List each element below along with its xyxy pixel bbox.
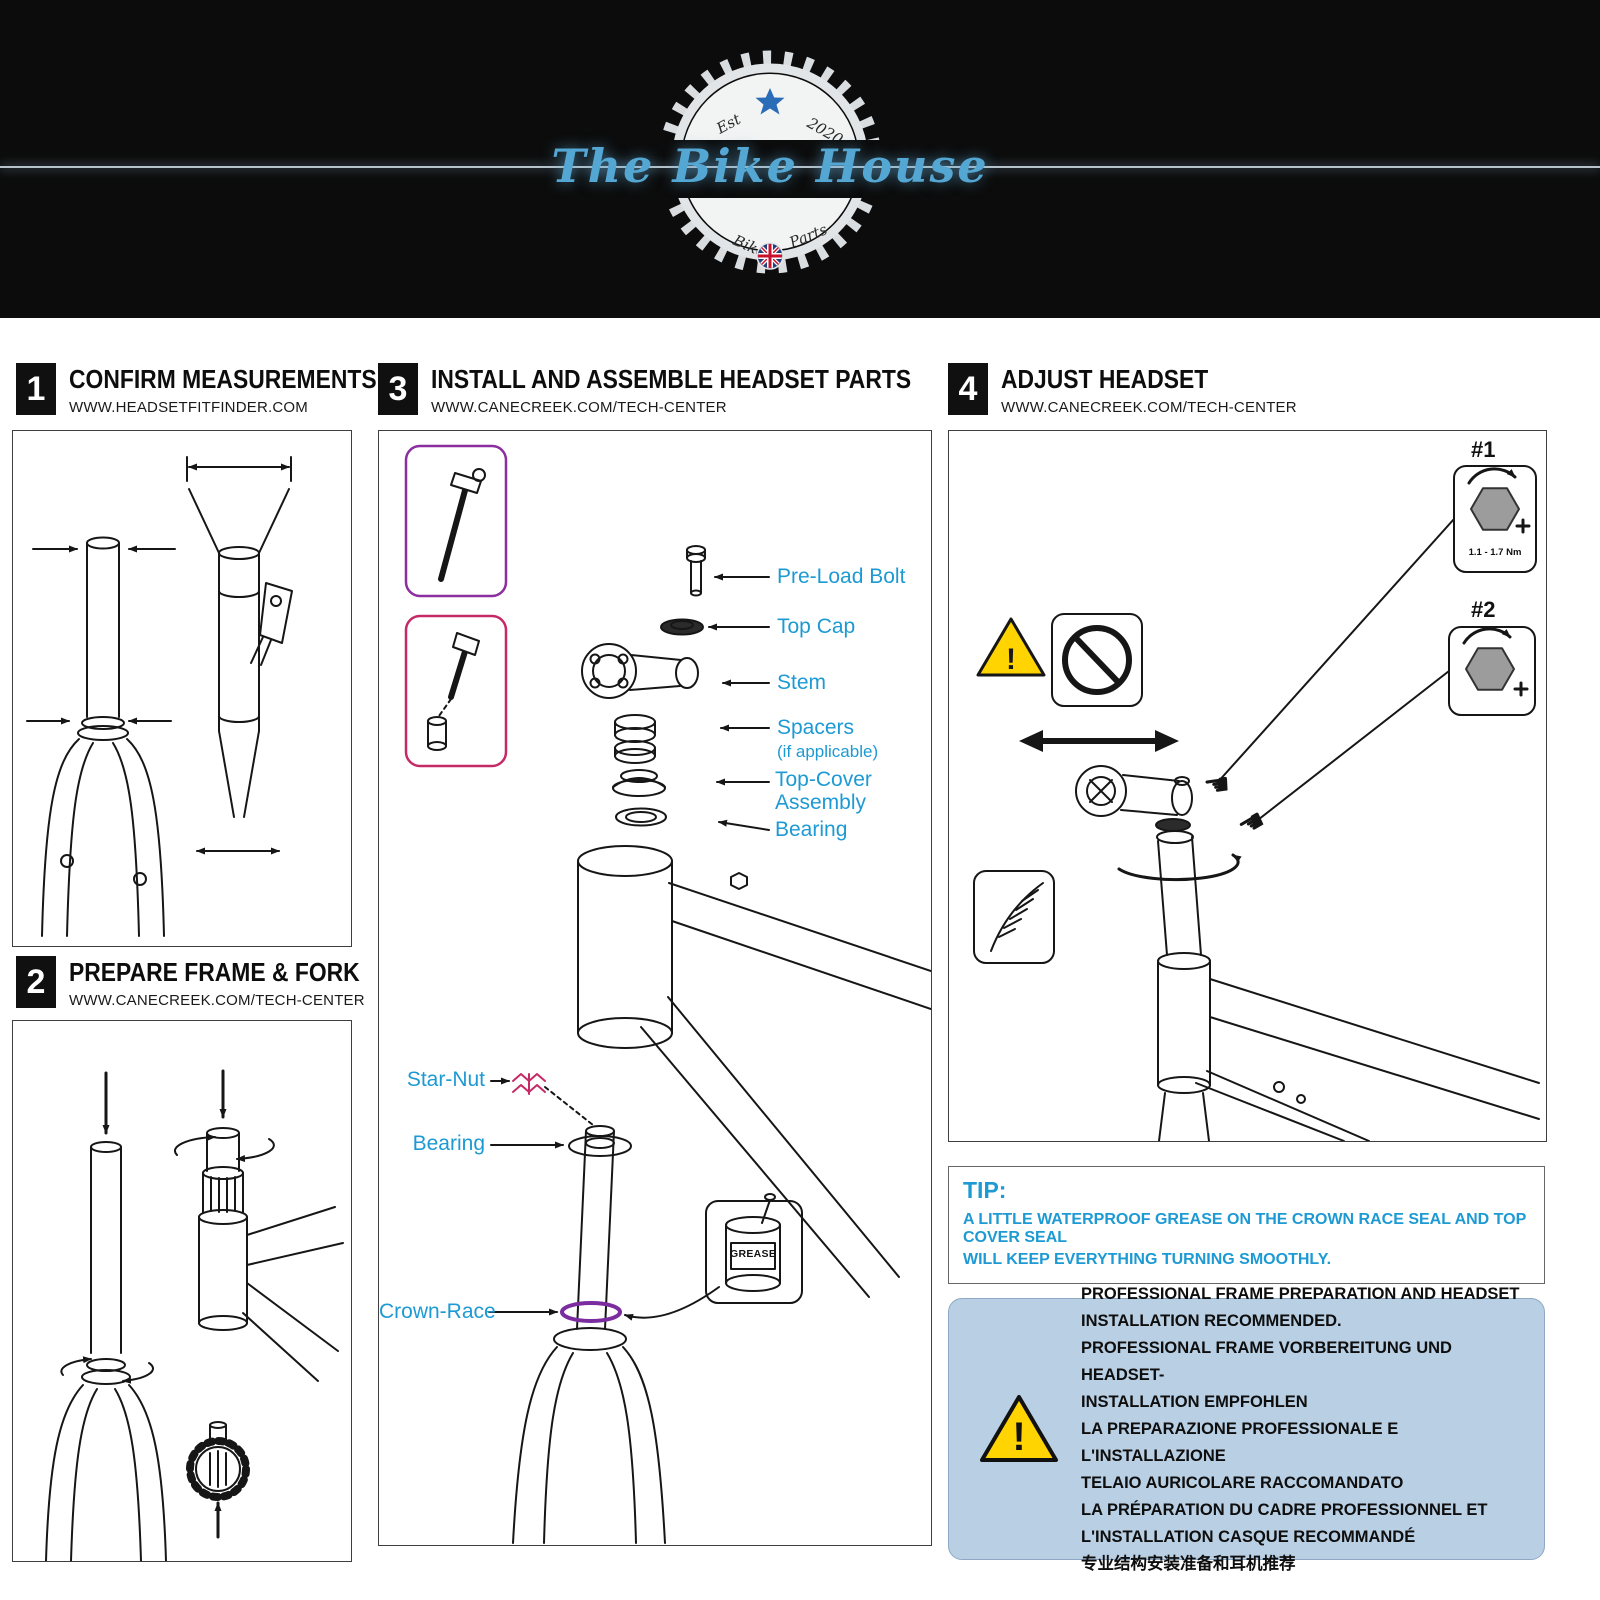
panel-install-assemble: Pre-Load Bolt Top Cap Stem Spacers (if a…: [378, 430, 932, 1546]
banner-band: [0, 140, 1600, 198]
header-banner: Est 2020 Bike Parts The B: [0, 0, 1600, 318]
notice-line: PROFESSIONAL FRAME PREPARATION AND HEADS…: [1081, 1284, 1520, 1303]
headset-exploded-diagram: [404, 444, 931, 1544]
section-2-header: 2 PREPARE FRAME & FORK WWW.CANECREEK.COM…: [16, 956, 399, 1009]
section-3-url: WWW.CANECREEK.COM/TECH-CENTER: [431, 399, 727, 416]
uk-flag-icon: [756, 242, 784, 270]
bearing-press-tool-icon: [404, 614, 508, 768]
notice-text: PROFESSIONAL FRAME PREPARATION AND HEADS…: [1081, 1281, 1534, 1578]
banner-divider-line: [0, 166, 1600, 168]
section-2-number: 2: [16, 956, 56, 1008]
double-arrow-icon: [1019, 730, 1179, 752]
notice-line: TELAIO AURICOLARE RACCOMANDATO: [1081, 1473, 1404, 1492]
tool-2-label: #2: [1471, 597, 1496, 622]
section-1-header: 1 CONFIRM MEASUREMENTS WWW.HEADSETFITFIN…: [16, 363, 419, 416]
section-4-url: WWW.CANECREEK.COM/TECH-CENTER: [1001, 399, 1297, 416]
tip-box: TIP: A LITTLE WATERPROOF GREASE ON THE C…: [948, 1166, 1545, 1284]
hand-pointer-icon-1: ☚: [1201, 767, 1233, 805]
label-pre-load-bolt: Pre-Load Bolt: [777, 565, 906, 588]
label-bearing-top: Bearing: [775, 818, 848, 841]
notice-line: INSTALLATION EMPFOHLEN: [1081, 1392, 1308, 1411]
star-icon: [755, 88, 785, 115]
notice-line: L'INSTALLATION CASQUE RECOMMANDÉ: [1081, 1527, 1416, 1546]
hand-pointer-icon-2: ☚: [1232, 802, 1273, 846]
section-2-url: WWW.CANECREEK.COM/TECH-CENTER: [69, 992, 365, 1009]
section-1-url: WWW.HEADSETFITFINDER.COM: [69, 399, 308, 416]
notice-line: 专业结构安装准备和耳机推荐: [1081, 1554, 1296, 1573]
crown-race-part: [560, 1301, 622, 1323]
fork-steerer-drawing: [512, 1125, 666, 1544]
frame-prep-diagram: [45, 1069, 344, 1561]
stem-steerer-drawing: [1075, 765, 1540, 1141]
warning-triangle-icon-large: !: [980, 1395, 1058, 1462]
tip-title: TIP:: [963, 1177, 1007, 1203]
warning-triangle-icon: !: [976, 617, 1046, 677]
tip-line-2: WILL KEEP EVERYTHING TURNING SMOOTHLY.: [963, 1251, 1332, 1268]
section-4-number: 4: [948, 363, 988, 415]
label-bearing-bottom: Bearing: [412, 1132, 485, 1155]
section-3-title: INSTALL AND ASSEMBLE HEADSET PARTS: [431, 364, 912, 394]
grease-can-icon: [705, 1193, 803, 1304]
brand-title: The Bike House: [551, 139, 989, 193]
notice-line: LA PREPARAZIONE PROFESSIONALE E L'INSTAL…: [1081, 1419, 1399, 1465]
tip-line-1: A LITTLE WATERPROOF GREASE ON THE CROWN …: [963, 1211, 1526, 1246]
panel-prepare-frame-fork: [12, 1020, 352, 1562]
label-star-nut: Star-Nut: [406, 1068, 485, 1091]
professional-installation-notice: ! PROFESSIONAL FRAME PREPARATION AND HEA…: [948, 1285, 1545, 1573]
label-top-cap: Top Cap: [777, 615, 856, 638]
svg-text:!: !: [1012, 1415, 1025, 1459]
grease-label: GREASE: [730, 1248, 777, 1260]
adjust-headset-diagram: !: [973, 465, 1540, 1141]
label-top-cover-assembly: Assembly: [775, 791, 867, 814]
steerer-tube-drawing: [26, 536, 176, 937]
measurement-diagram: [26, 456, 293, 937]
exploded-parts-drawing: [577, 545, 931, 1298]
fork-crown-race-drawing: [45, 1071, 167, 1561]
crown-race-cutter-drawing: [186, 1421, 250, 1539]
label-spacers: Spacers: [777, 716, 855, 739]
notice-line: PROFESSIONAL FRAME VORBEREITUNG UND HEAD…: [1081, 1338, 1452, 1384]
panel-adjust-headset: !: [948, 430, 1547, 1142]
section-2-title: PREPARE FRAME & FORK: [69, 957, 360, 987]
section-4-title: ADJUST HEADSET: [1001, 364, 1209, 394]
panel-confirm-measurements: [12, 430, 352, 947]
section-1-title: CONFIRM MEASUREMENTS: [69, 364, 377, 394]
label-top-cover: Top-Cover: [775, 768, 872, 791]
section-3-header: 3 INSTALL AND ASSEMBLE HEADSET PARTS WWW…: [378, 363, 977, 416]
tool-1-label: #1: [1471, 437, 1496, 462]
label-spacers-note: (if applicable): [777, 742, 879, 761]
section-3-number: 3: [378, 363, 418, 415]
feather-light-touch-icon: [973, 870, 1055, 964]
tool-1-torque: 1.1 - 1.7 Nm: [1468, 547, 1522, 558]
star-nut-setter-tool-icon: [404, 444, 508, 598]
head-tube-reamer-drawing: [174, 1069, 344, 1382]
section-4-header: 4 ADJUST HEADSET WWW.CANECREEK.COM/TECH-…: [948, 363, 1297, 416]
label-arrows: [488, 573, 770, 1316]
star-nut-part: [512, 1073, 546, 1095]
hex-wrench-icon-2: [1448, 626, 1536, 716]
notice-line: LA PRÉPARATION DU CADRE PROFESSIONNEL ET: [1081, 1500, 1488, 1519]
section-1-number: 1: [16, 363, 56, 415]
label-stem: Stem: [777, 671, 827, 694]
svg-text:!: !: [1006, 643, 1016, 676]
caliper-icon: [250, 582, 293, 666]
notice-line: INSTALLATION RECOMMENDED.: [1081, 1311, 1342, 1330]
label-crown-race: Crown-Race: [379, 1300, 496, 1323]
hex-wrench-icon-1: [1453, 465, 1537, 573]
head-tube-drawing: [186, 456, 293, 855]
no-lateral-force-icon: [1051, 613, 1143, 707]
